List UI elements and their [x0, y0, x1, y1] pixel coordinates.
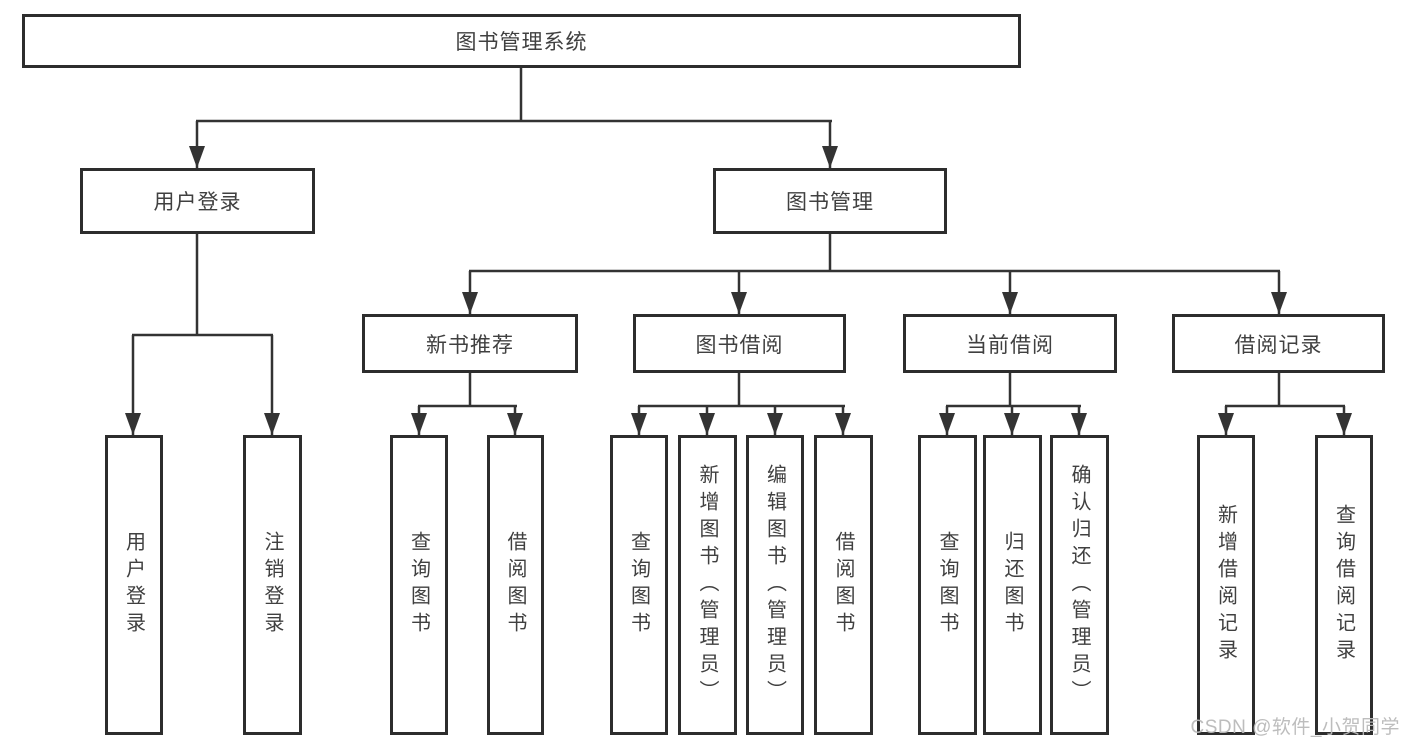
leaf-query-books-1-label: 查询图书: [407, 531, 430, 639]
leaf-query-books-3-label: 查询图书: [936, 531, 958, 639]
connector-book-borrow-children: [631, 373, 851, 435]
leaf-query-books-2: 查询图书: [610, 435, 668, 735]
node-current-borrow: 当前借阅: [903, 314, 1117, 373]
node-book-management: 图书管理: [713, 168, 947, 234]
node-root: 图书管理系统: [22, 14, 1021, 68]
leaf-confirm-return-admin: 确认归还（管理员）: [1050, 435, 1109, 735]
connector-current-borrow-children: [939, 373, 1087, 435]
connector-user-login-children: [125, 234, 280, 435]
leaf-confirm-return-admin-label: 确认归还（管理员）: [1068, 463, 1090, 707]
leaf-borrow-books-1: 借阅图书: [487, 435, 544, 735]
leaf-add-borrow-record: 新增借阅记录: [1197, 435, 1255, 735]
leaf-query-borrow-record: 查询借阅记录: [1315, 435, 1373, 735]
node-book-borrow-label: 图书借阅: [695, 333, 784, 357]
node-user-login-label: 用户登录: [153, 191, 242, 214]
leaf-logout: 注销登录: [243, 435, 302, 735]
leaf-query-borrow-record-label: 查询借阅记录: [1332, 504, 1355, 666]
node-current-borrow-label: 当前借阅: [966, 333, 1054, 357]
leaf-user-login-label: 用户登录: [122, 531, 145, 639]
leaf-query-books-2-label: 查询图书: [627, 531, 650, 639]
node-new-book-recommend-label: 新书推荐: [426, 333, 514, 357]
connector-book-management-children: [462, 234, 1287, 314]
node-root-label: 图书管理系统: [455, 31, 588, 54]
leaf-borrow-books-2-label: 借阅图书: [832, 531, 854, 639]
leaf-borrow-books-1-label: 借阅图书: [504, 531, 526, 639]
leaf-add-books-admin-label: 新增图书（管理员）: [696, 463, 718, 707]
leaf-borrow-books-2: 借阅图书: [814, 435, 873, 735]
connector-root-to-level2: [189, 68, 838, 168]
leaf-logout-label: 注销登录: [261, 531, 283, 639]
leaf-return-books: 归还图书: [983, 435, 1042, 735]
leaf-query-books-3: 查询图书: [918, 435, 977, 735]
leaf-add-borrow-record-label: 新增借阅记录: [1214, 504, 1237, 666]
node-book-management-label: 图书管理: [786, 191, 874, 214]
leaf-query-books-1: 查询图书: [390, 435, 448, 735]
leaf-add-books-admin: 新增图书（管理员）: [678, 435, 737, 735]
node-borrow-records-label: 借阅记录: [1234, 333, 1323, 357]
connector-new-book-children: [411, 373, 523, 435]
leaf-edit-books-admin: 编辑图书（管理员）: [746, 435, 804, 735]
connector-borrow-records-children: [1218, 373, 1352, 435]
leaf-user-login: 用户登录: [105, 435, 163, 735]
leaf-edit-books-admin-label: 编辑图书（管理员）: [763, 463, 786, 707]
node-user-login: 用户登录: [80, 168, 315, 234]
node-book-borrow: 图书借阅: [633, 314, 846, 373]
node-new-book-recommend: 新书推荐: [362, 314, 578, 373]
csdn-watermark: CSDN @软件_小贺同学: [1190, 717, 1400, 738]
node-borrow-records: 借阅记录: [1172, 314, 1385, 373]
leaf-return-books-label: 归还图书: [1001, 531, 1023, 639]
